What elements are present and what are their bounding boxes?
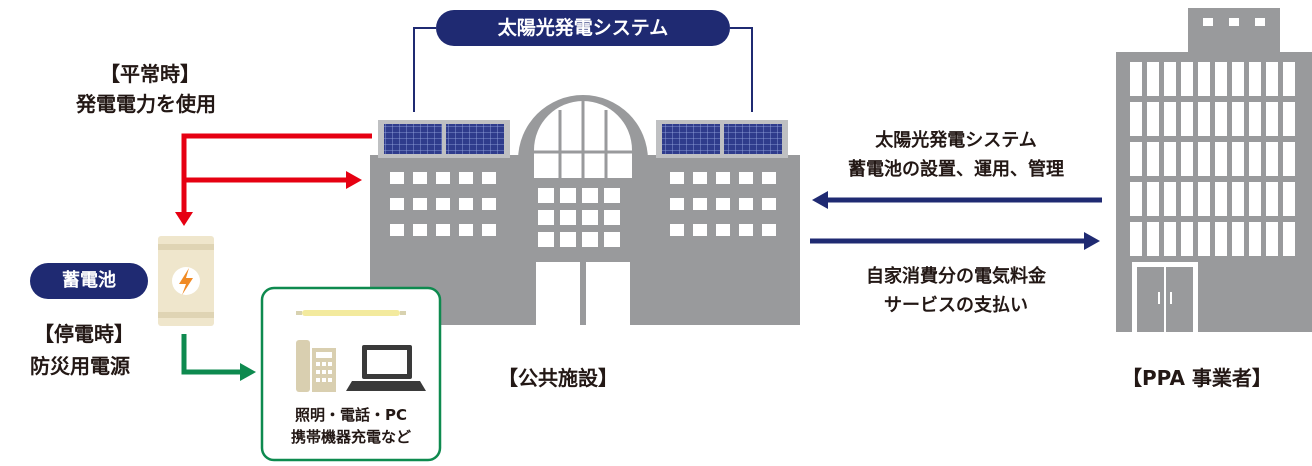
ppa-to-facility-arrow xyxy=(812,191,1102,209)
devices-line1: 照明・電話・PC xyxy=(294,406,407,424)
normal-time-arrows xyxy=(175,133,372,226)
battery-badge: 蓄電池 xyxy=(30,263,148,299)
entrance-doors xyxy=(536,262,630,325)
public-facility-building xyxy=(370,95,800,325)
ppa-office-building xyxy=(1116,8,1312,332)
outage-arrow xyxy=(181,334,256,381)
facility-to-ppa-line1: 自家消費分の電気料金 xyxy=(866,266,1046,287)
facility-to-ppa-arrow xyxy=(810,232,1100,250)
solar-system-badge: 太陽光発電システム xyxy=(436,10,730,46)
ppa-to-facility-line2: 蓄電池の設置、運用、管理 xyxy=(848,159,1064,180)
badge-connector xyxy=(413,27,753,112)
left-windows xyxy=(390,172,496,236)
devices-line2: 携帯機器充電など xyxy=(290,428,411,446)
ppa-to-facility-line1: 太陽光発電システム xyxy=(875,130,1037,151)
outage-title: 【停電時】 xyxy=(34,322,134,346)
laptop-icon xyxy=(346,345,426,391)
light-tube-icon xyxy=(296,310,406,316)
facility-to-ppa-line2: サービスの支払い xyxy=(884,295,1028,316)
outage-desc: 防災用電源 xyxy=(30,354,130,378)
solar-panels xyxy=(378,120,788,158)
ppa-label: 【PPA 事業者】 xyxy=(1122,366,1272,390)
normal-time-title: 【平常時】 xyxy=(100,62,200,86)
telephone-icon xyxy=(296,340,336,392)
battery-unit xyxy=(158,236,214,326)
normal-time-desc: 発電電力を使用 xyxy=(76,92,216,116)
office-entrance xyxy=(1132,262,1198,332)
office-windows xyxy=(1130,62,1295,256)
right-windows xyxy=(670,172,776,236)
facility-label: 【公共施設】 xyxy=(498,366,618,390)
center-windows xyxy=(538,188,620,247)
device-box xyxy=(260,286,442,462)
